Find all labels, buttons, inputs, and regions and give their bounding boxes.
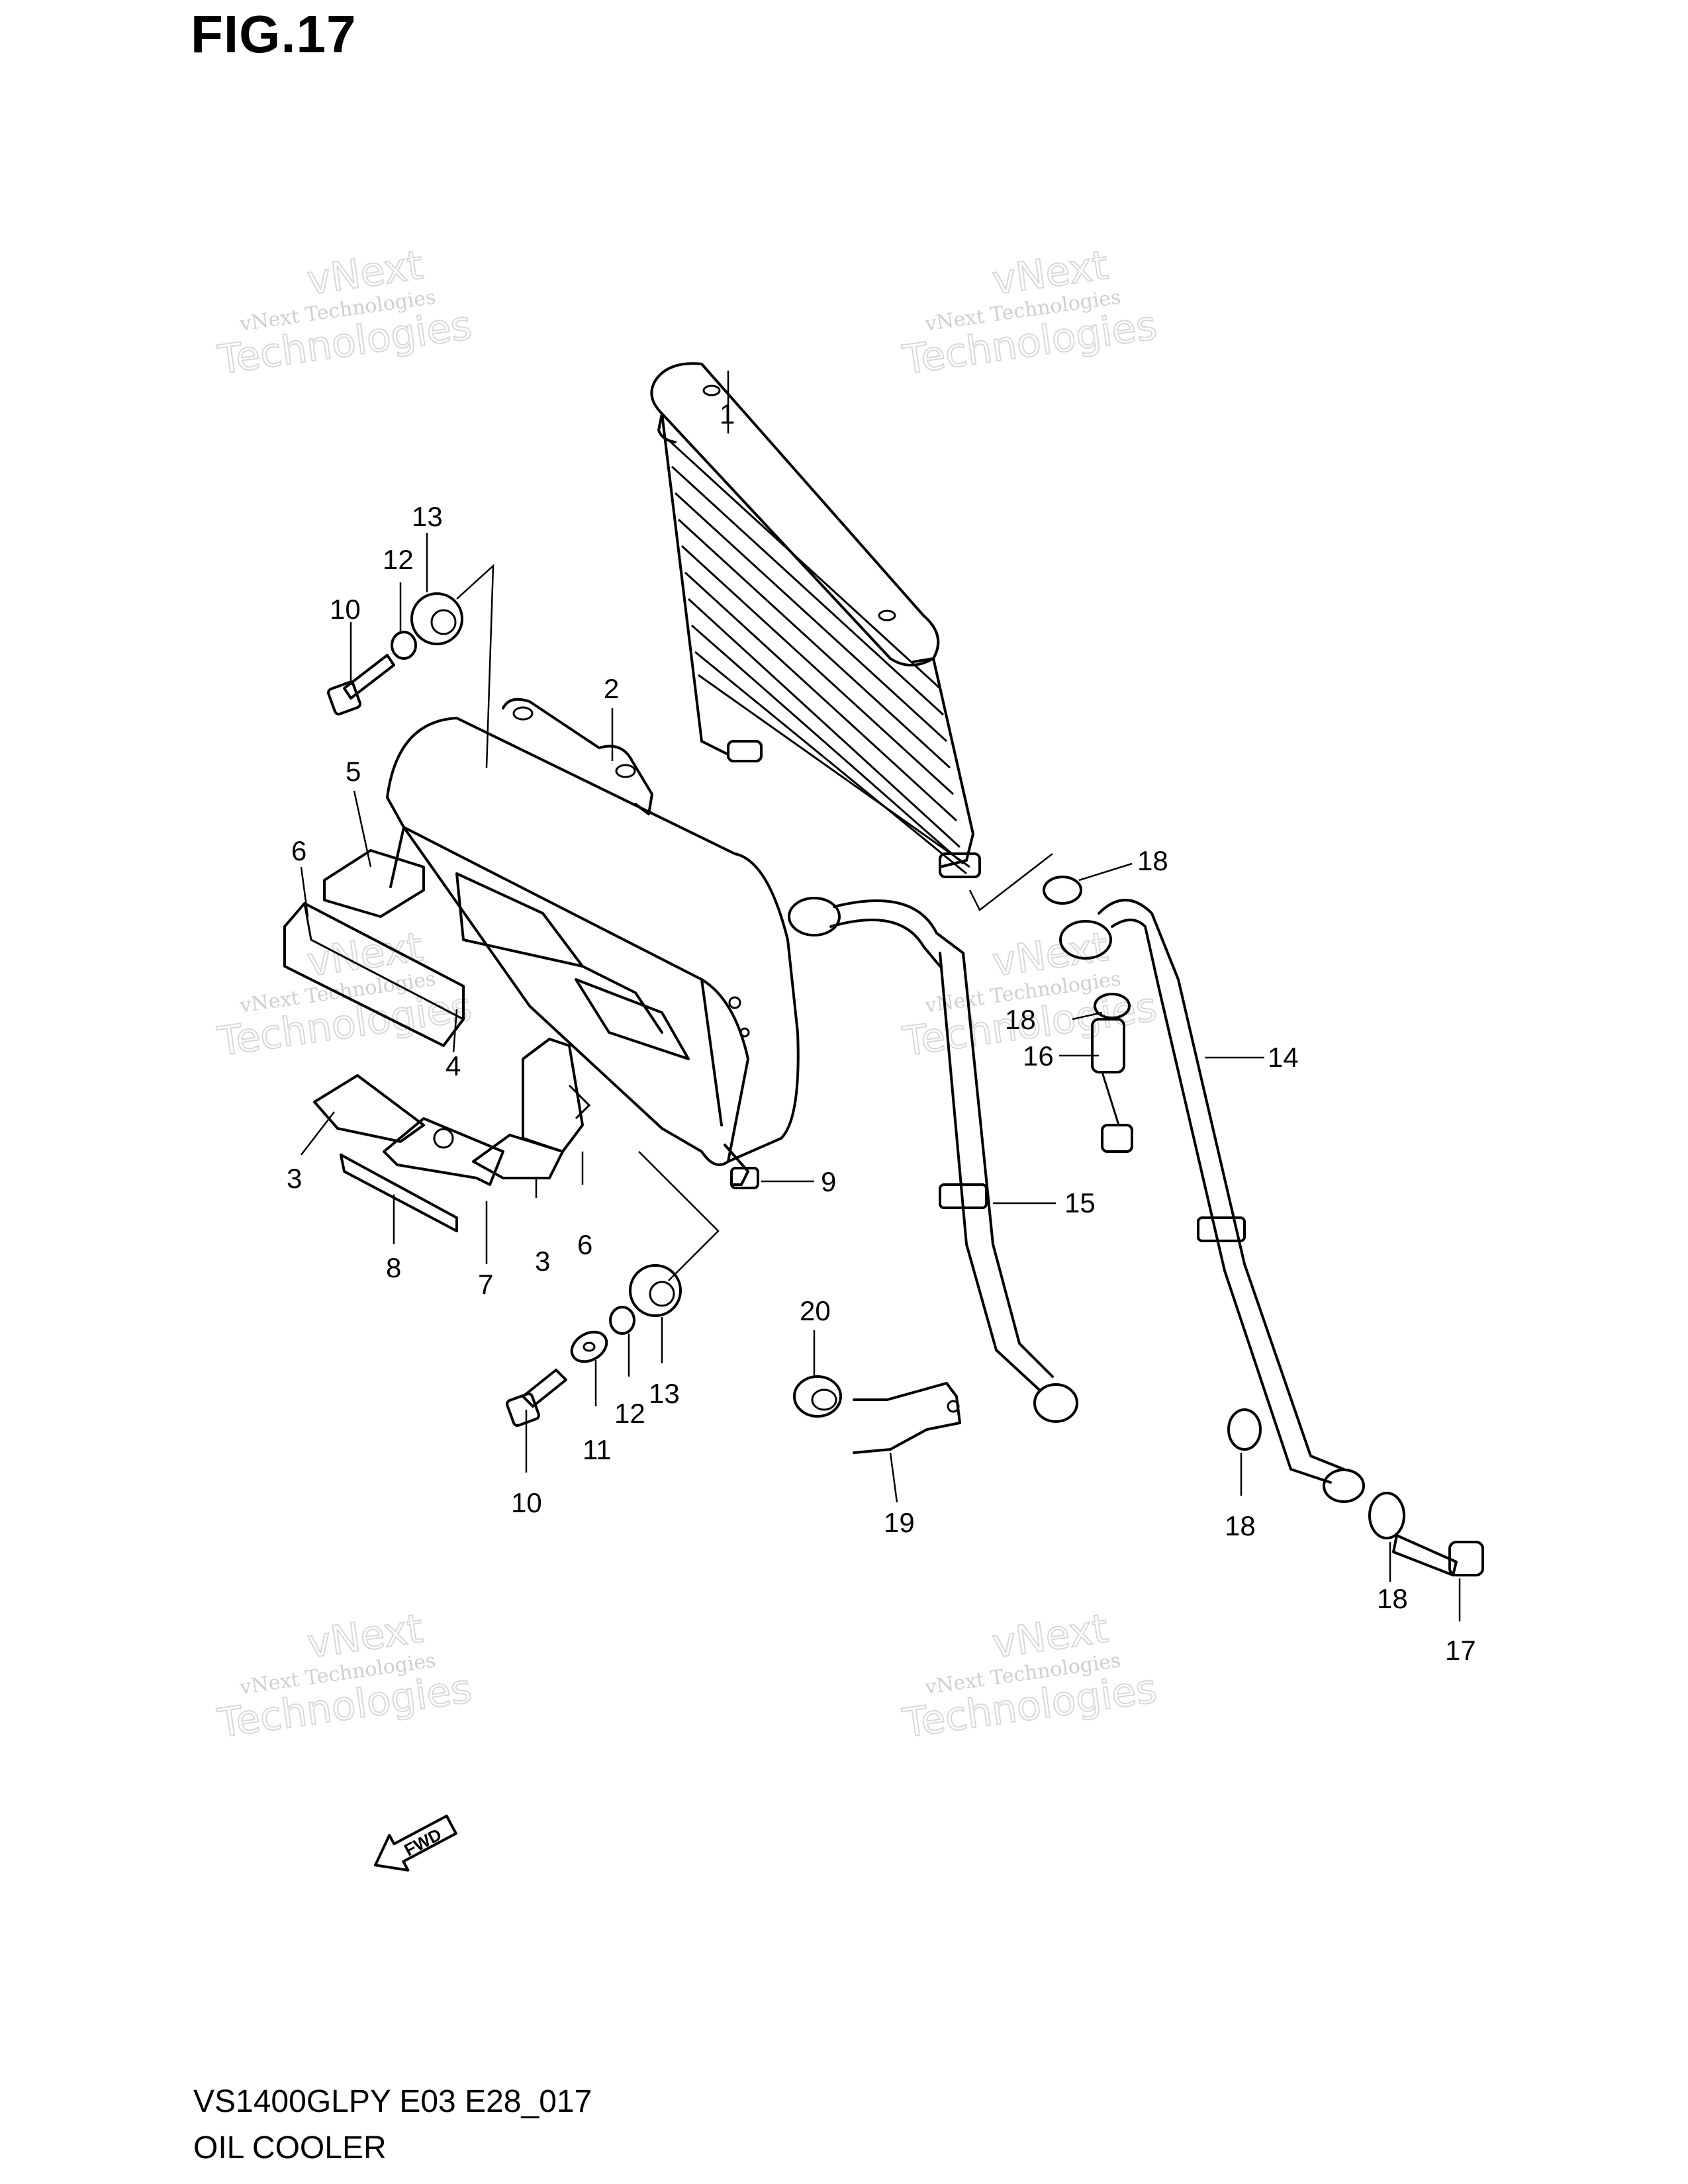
holder-part-7 bbox=[383, 1117, 504, 1186]
bolt-part-10-upper bbox=[327, 654, 395, 715]
washer-part-18-c bbox=[1227, 1408, 1262, 1451]
oil-hose-part-15 bbox=[788, 897, 1078, 1423]
callout-11: 11 bbox=[583, 1434, 612, 1465]
union-bolt-part-16 bbox=[1091, 1018, 1133, 1153]
callout-12-lower: 12 bbox=[614, 1398, 645, 1429]
cushion-part-3-left bbox=[313, 1074, 425, 1143]
watermark-top-center: vNext vNext Technologies Technologies bbox=[899, 242, 1160, 385]
callout-13-upper: 13 bbox=[412, 501, 443, 532]
watermark-top-left: vNext vNext Technologies Technologies bbox=[214, 242, 475, 385]
washer-part-18-b bbox=[1094, 993, 1131, 1019]
callout-4: 4 bbox=[445, 1050, 461, 1081]
watermark-middle-left: vNext vNext Technologies Technologies bbox=[214, 923, 475, 1066]
callout-14: 14 bbox=[1268, 1042, 1299, 1073]
watermark-bottom-center: vNext vNext Technologies Technologies bbox=[899, 1605, 1160, 1748]
callout-5: 5 bbox=[346, 756, 361, 787]
callout-13-lower: 13 bbox=[649, 1378, 680, 1409]
washer-part-11 bbox=[570, 1330, 608, 1363]
callout-19: 19 bbox=[884, 1507, 915, 1538]
alignment-lines bbox=[456, 564, 1053, 1281]
callout-20: 20 bbox=[800, 1295, 831, 1326]
clamp-part-19 bbox=[853, 1382, 961, 1454]
union-bolt-part-17 bbox=[1392, 1534, 1484, 1576]
callout-18-mid: 18 bbox=[1005, 1004, 1036, 1035]
callout-3-left: 3 bbox=[287, 1163, 302, 1194]
cooler-fins bbox=[667, 439, 970, 875]
callout-10-upper: 10 bbox=[330, 594, 361, 625]
pad-part-5 bbox=[323, 849, 425, 918]
callout-labels: 1 2 3 3 4 5 6 6 7 8 9 10 10 11 12 12 13 … bbox=[287, 398, 1476, 1666]
callout-18-lower-left: 18 bbox=[1225, 1510, 1256, 1541]
callout-16: 16 bbox=[1023, 1040, 1054, 1071]
strip-part-8 bbox=[340, 1154, 458, 1232]
watermark-bottom-left: vNext vNext Technologies Technologies bbox=[214, 1605, 475, 1748]
collar-part-12-lower bbox=[609, 1306, 635, 1335]
pad-part-6-left bbox=[283, 902, 465, 1047]
oil-hose-part-14 bbox=[1059, 899, 1365, 1503]
callout-7: 7 bbox=[478, 1269, 493, 1300]
leader-lines bbox=[300, 371, 1461, 1621]
washer-part-18-d bbox=[1368, 1492, 1405, 1539]
callout-18-top: 18 bbox=[1137, 845, 1168, 876]
callout-12-upper: 12 bbox=[383, 544, 414, 575]
oil-cooler-core bbox=[650, 362, 981, 878]
callout-18-lower-right: 18 bbox=[1377, 1583, 1408, 1614]
bolt-part-9 bbox=[724, 1144, 759, 1189]
pad-part-6-right bbox=[522, 1038, 591, 1153]
oil-cooler-cover bbox=[386, 717, 800, 1166]
callout-2: 2 bbox=[604, 673, 619, 704]
callout-10-lower: 10 bbox=[511, 1487, 542, 1518]
grommet-part-13-lower bbox=[629, 1264, 682, 1317]
callout-9: 9 bbox=[821, 1166, 836, 1197]
section-name: OIL COOLER bbox=[193, 2130, 387, 2165]
washer-part-18-a bbox=[1043, 876, 1082, 905]
callout-8: 8 bbox=[386, 1252, 401, 1283]
model-code: VS1400GLPY E03 E28_017 bbox=[193, 2084, 592, 2119]
callout-1: 1 bbox=[720, 398, 735, 430]
callout-6-right: 6 bbox=[577, 1229, 592, 1260]
callout-17: 17 bbox=[1445, 1635, 1476, 1666]
bolt-part-10-lower bbox=[506, 1369, 567, 1427]
arrow-icon bbox=[374, 1814, 457, 1872]
grommet-part-13-upper bbox=[410, 592, 463, 645]
cushion-part-3-right bbox=[472, 1134, 564, 1179]
grommet-part-20 bbox=[793, 1375, 842, 1418]
forward-direction-arrow: FWD bbox=[374, 1814, 457, 1872]
callout-15: 15 bbox=[1064, 1187, 1096, 1218]
callout-6-left: 6 bbox=[291, 835, 306, 866]
bracket-part-2 bbox=[502, 698, 653, 815]
figure-title: FIG.17 bbox=[191, 5, 357, 64]
collar-part-12-upper bbox=[391, 631, 417, 660]
callout-3-right: 3 bbox=[535, 1246, 550, 1277]
